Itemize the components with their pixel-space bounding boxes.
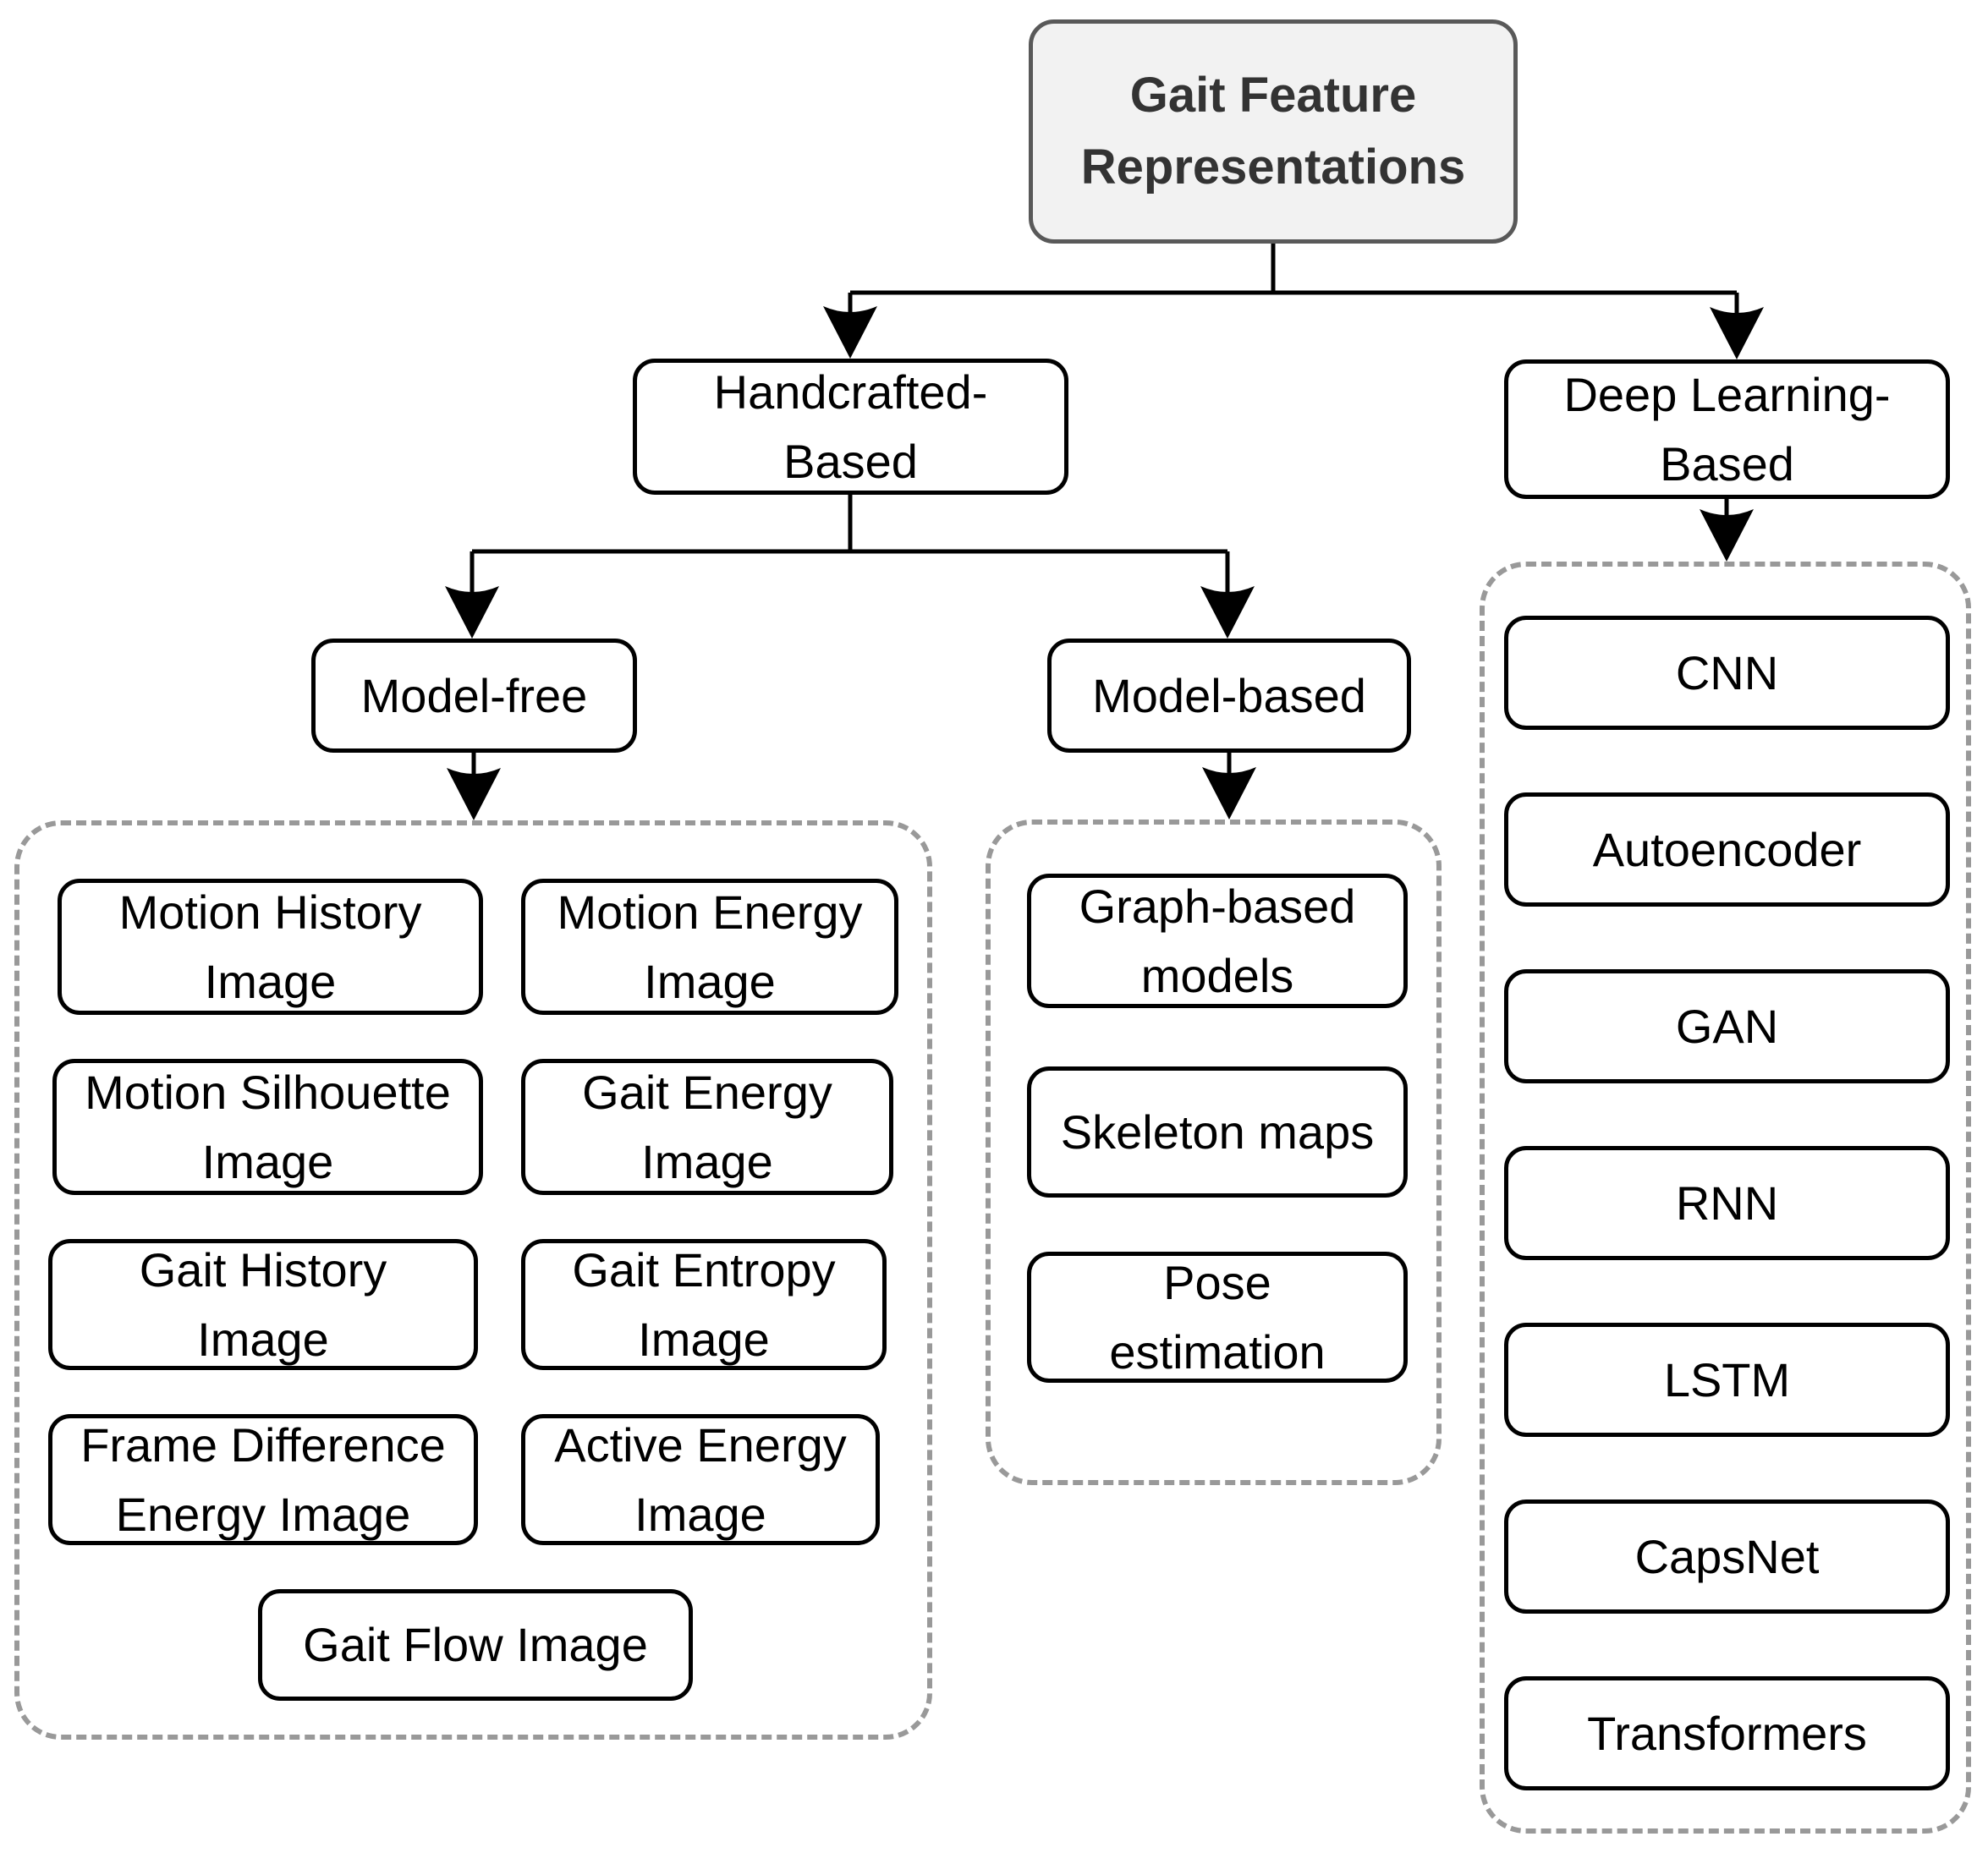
node-gait-entropy-image: Gait Entropy Image <box>521 1239 887 1370</box>
node-model-free: Model-free <box>311 639 637 753</box>
node-gait-history-image: Gait History Image <box>48 1239 478 1370</box>
arrowhead-model-based <box>1200 586 1255 639</box>
node-gait-feature-representations: Gait Feature Representations <box>1029 19 1518 244</box>
node-handcrafted-based: Handcrafted- Based <box>633 359 1068 495</box>
node-gan: GAN <box>1504 969 1950 1083</box>
group-model-based-methods <box>986 820 1442 1485</box>
node-lstm: LSTM <box>1504 1323 1950 1437</box>
node-pose-estimation: Pose estimation <box>1027 1252 1408 1383</box>
node-gait-energy-image: Gait Energy Image <box>521 1059 893 1195</box>
node-gait-flow-image: Gait Flow Image <box>258 1589 693 1701</box>
arrowhead-deep-learning <box>1710 307 1764 359</box>
arrowhead-model-free <box>445 586 499 639</box>
node-active-energy-image: Active Energy Image <box>521 1414 880 1545</box>
node-model-based: Model-based <box>1047 639 1411 753</box>
arrowhead-model-based-group <box>1202 767 1256 820</box>
node-capsnet: CapsNet <box>1504 1499 1950 1614</box>
arrowhead-handcrafted <box>823 306 877 359</box>
arrowhead-model-free-group <box>447 768 501 820</box>
group-deep-learning-methods <box>1480 562 1971 1834</box>
node-autoencoder: Autoencoder <box>1504 792 1950 907</box>
node-frame-difference-energy-image: Frame Difference Energy Image <box>48 1414 478 1545</box>
node-motion-history-image: Motion History Image <box>58 879 483 1015</box>
arrowhead-deep-learning-group <box>1700 509 1754 562</box>
node-motion-energy-image: Motion Energy Image <box>521 879 898 1015</box>
node-motion-silhouette-image: Motion Silhouette Image <box>52 1059 483 1195</box>
node-rnn: RNN <box>1504 1146 1950 1260</box>
node-cnn: CNN <box>1504 616 1950 730</box>
node-skeleton-maps: Skeleton maps <box>1027 1066 1408 1198</box>
group-model-free-methods <box>14 820 932 1740</box>
node-graph-based-models: Graph-based models <box>1027 874 1408 1008</box>
node-deep-learning-based: Deep Learning- Based <box>1504 359 1950 499</box>
node-transformers: Transformers <box>1504 1676 1950 1790</box>
